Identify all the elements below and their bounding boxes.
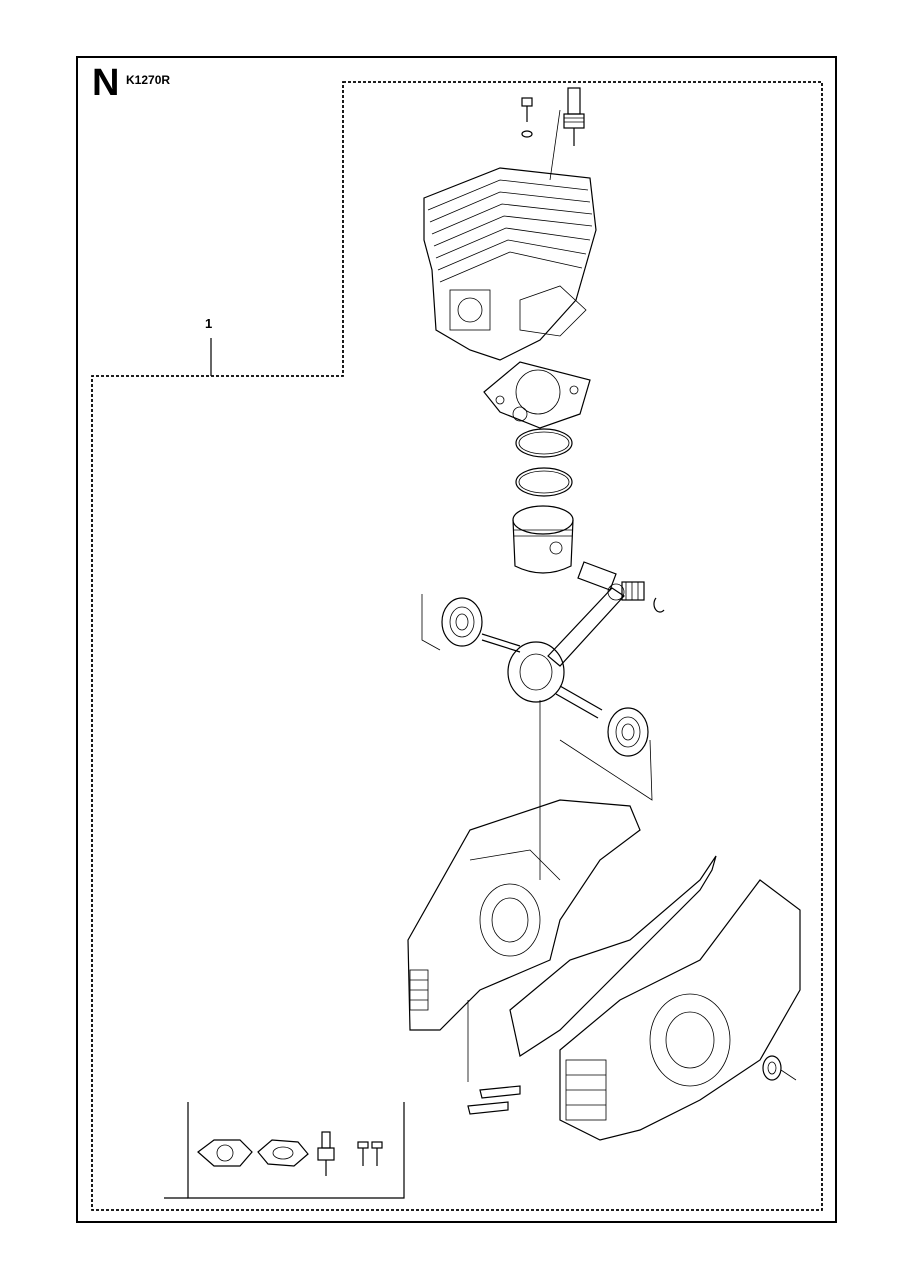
kit-boundary-dashed <box>91 81 823 1211</box>
gasket-kit-inset <box>164 1102 405 1199</box>
bolt-icon <box>357 1141 383 1166</box>
bolt-icon <box>467 1000 521 1115</box>
ball-bearing-icon <box>607 707 649 757</box>
piston-ring-icon <box>515 428 573 458</box>
crankcase-icon <box>559 879 801 1141</box>
crankshaft-icon <box>481 583 625 719</box>
spark-plug-icon <box>317 1131 335 1176</box>
cylinder-gasket-icon <box>197 1139 253 1167</box>
ball-bearing-icon <box>441 597 483 647</box>
cylinder-gasket-icon <box>483 361 591 429</box>
spark-plug-icon <box>549 87 585 181</box>
seal-ring-icon <box>762 1055 797 1081</box>
crankcase-icon <box>407 799 641 1031</box>
circlip-icon <box>653 597 665 613</box>
piston-icon <box>512 505 574 574</box>
model-code: K1270R <box>126 73 171 87</box>
outer-frame <box>76 56 837 1223</box>
needle-bearing-icon <box>621 581 645 601</box>
callout-number: 1 <box>205 316 213 331</box>
engine-cylinder-icon <box>423 167 597 361</box>
crankcase-gasket-icon <box>509 855 717 1057</box>
screw-icon <box>521 97 533 138</box>
gasket-icon <box>257 1139 309 1167</box>
section-letter: N <box>92 62 120 104</box>
piston-pin-icon <box>577 561 617 591</box>
piston-ring-icon <box>515 467 573 497</box>
